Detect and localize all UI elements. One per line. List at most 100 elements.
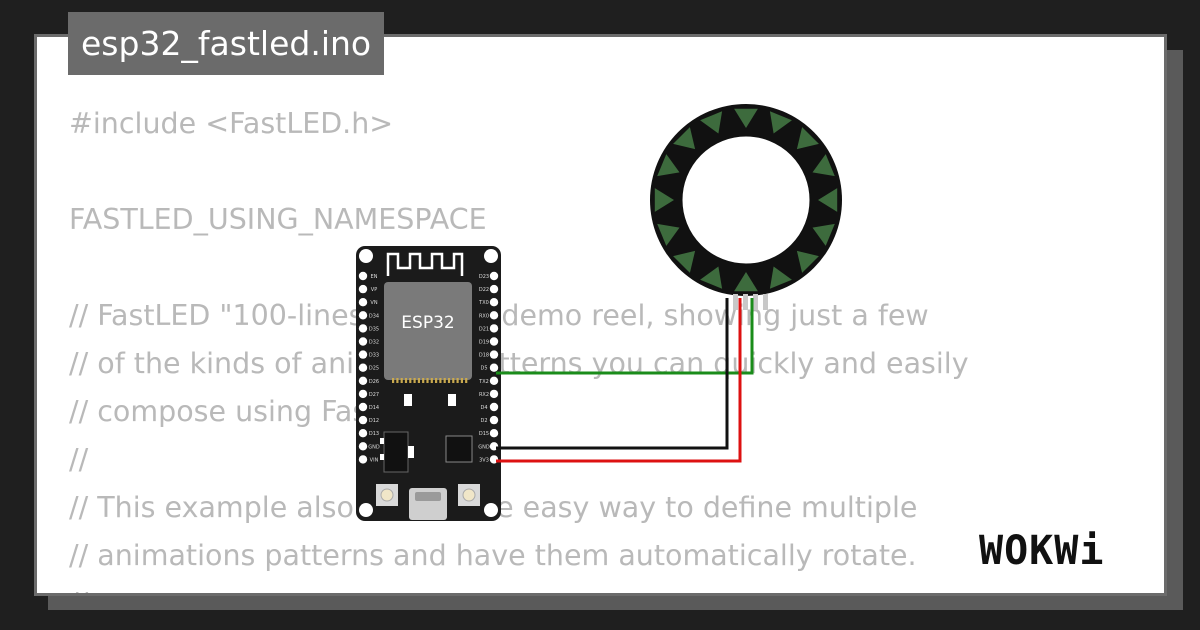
mount-hole-icon [359, 503, 373, 517]
header-pin[interactable] [489, 311, 499, 320]
led-pixel [700, 266, 723, 289]
gnd-wire [496, 298, 729, 450]
header-pin[interactable] [489, 429, 499, 438]
header-pin[interactable] [489, 402, 499, 412]
pin-label: D34 [369, 313, 379, 319]
svg-text:WOKWi: WOKWi [979, 528, 1104, 574]
left-pin-header[interactable] [358, 271, 368, 464]
pin-label: D27 [369, 392, 379, 398]
pin-label: D32 [369, 340, 379, 346]
header-pin[interactable] [489, 350, 499, 359]
pin-label: D33 [369, 353, 379, 359]
pin-label: D14 [369, 405, 379, 411]
code-line: #include <FastLED.h> [69, 107, 394, 140]
header-pin[interactable] [489, 376, 499, 385]
led-pixel [700, 111, 723, 134]
header-pin[interactable] [358, 284, 368, 294]
led-pixel [673, 250, 696, 273]
pin-label: D2 [480, 418, 487, 424]
vcc-wire [496, 298, 742, 463]
wokwi-logo: WOKWi [979, 528, 1104, 574]
pin-label: D26 [369, 379, 379, 385]
header-pin[interactable] [358, 363, 368, 372]
chip-label: ESP32 [401, 313, 454, 333]
led-pixel [769, 266, 792, 289]
header-pin[interactable] [489, 284, 499, 294]
usb-port-icon [409, 488, 447, 520]
pin-label: D13 [369, 431, 379, 437]
led-ring-pins [733, 294, 768, 310]
code-line: // [69, 443, 89, 476]
right-pin-header[interactable] [489, 271, 499, 464]
file-title-tab: esp32_fastled.ino [68, 12, 385, 75]
esp32-chip: ESP32 [384, 282, 472, 383]
code-line: // animations patterns and have them aut… [69, 539, 917, 572]
pin-label: D15 [479, 431, 489, 437]
header-pin[interactable] [358, 429, 368, 438]
pin-label: VIN [370, 457, 379, 463]
led-pixel [796, 250, 819, 273]
header-pin[interactable] [358, 324, 368, 333]
header-pin[interactable] [358, 402, 368, 412]
header-pin[interactable] [358, 389, 368, 399]
smd-component [448, 394, 456, 406]
esp32-board[interactable]: ESP32 ENVPVND34D35D32D33D25D26D27D14D12D… [356, 246, 501, 521]
pin-label: D12 [369, 418, 379, 424]
right-pin-labels: D23D22TX0RX0D21D19D18D5TX2RX2D4D2D15GND3… [478, 274, 490, 463]
led-pixel [769, 111, 792, 134]
led-pixel [812, 154, 835, 177]
led-pixel [812, 223, 835, 246]
header-pin[interactable] [489, 337, 499, 346]
header-pin[interactable] [358, 455, 368, 464]
led-pixel [734, 108, 758, 128]
wires [496, 298, 754, 463]
code-editor: #include <FastLED.h> FASTLED_USING_NAMESP… [69, 107, 969, 593]
header-pin[interactable] [358, 311, 368, 320]
header-pin[interactable] [358, 442, 368, 451]
header-pin[interactable] [489, 324, 499, 333]
led-pixel [796, 127, 819, 150]
reset-button[interactable] [458, 484, 480, 506]
pin-label: D19 [479, 340, 489, 346]
left-pin-labels: ENVPVND34D35D32D33D25D26D27D14D12D13GNDV… [368, 274, 380, 463]
mount-hole-icon [484, 249, 498, 263]
code-line: FASTLED_USING_NAMESPACE [69, 203, 487, 236]
header-pin[interactable] [358, 298, 368, 307]
pin-label: RX2 [479, 392, 489, 398]
led-ring[interactable] [650, 104, 842, 296]
header-pin[interactable] [489, 298, 499, 307]
header-pin[interactable] [489, 271, 499, 281]
smd-component [404, 394, 412, 406]
header-pin[interactable] [358, 271, 368, 281]
header-pin[interactable] [358, 337, 368, 346]
pin-label: D23 [479, 274, 489, 280]
pin-label: D22 [479, 287, 489, 293]
header-pin[interactable] [358, 415, 368, 425]
led-pixel [734, 272, 758, 292]
header-pin[interactable] [358, 376, 368, 385]
header-pin[interactable] [489, 363, 499, 372]
pin-label: GND [478, 444, 490, 450]
pin-label: D18 [479, 353, 489, 359]
pin-label: TX0 [478, 300, 489, 306]
pin-label: VN [370, 300, 377, 306]
code-line: // [69, 587, 969, 593]
data-wire [496, 298, 754, 375]
pin-label: D21 [479, 326, 489, 332]
led-pixel [654, 188, 674, 212]
header-pin[interactable] [489, 415, 499, 425]
pin-label: EN [371, 274, 378, 280]
header-pin[interactable] [358, 350, 368, 359]
code-preview-card: #include <FastLED.h> FASTLED_USING_NAMESP… [34, 34, 1167, 596]
pin-label: D5 [480, 366, 487, 372]
usb-serial-chip [445, 435, 473, 463]
pin-label: D35 [369, 326, 379, 332]
mount-hole-icon [359, 249, 373, 263]
header-pin[interactable] [489, 389, 499, 399]
pin-label: GND [368, 444, 380, 450]
boot-button[interactable] [376, 484, 398, 506]
pin-label: RX0 [479, 313, 489, 319]
pin-label: 3V3 [479, 457, 489, 463]
led-pixel [673, 127, 696, 150]
